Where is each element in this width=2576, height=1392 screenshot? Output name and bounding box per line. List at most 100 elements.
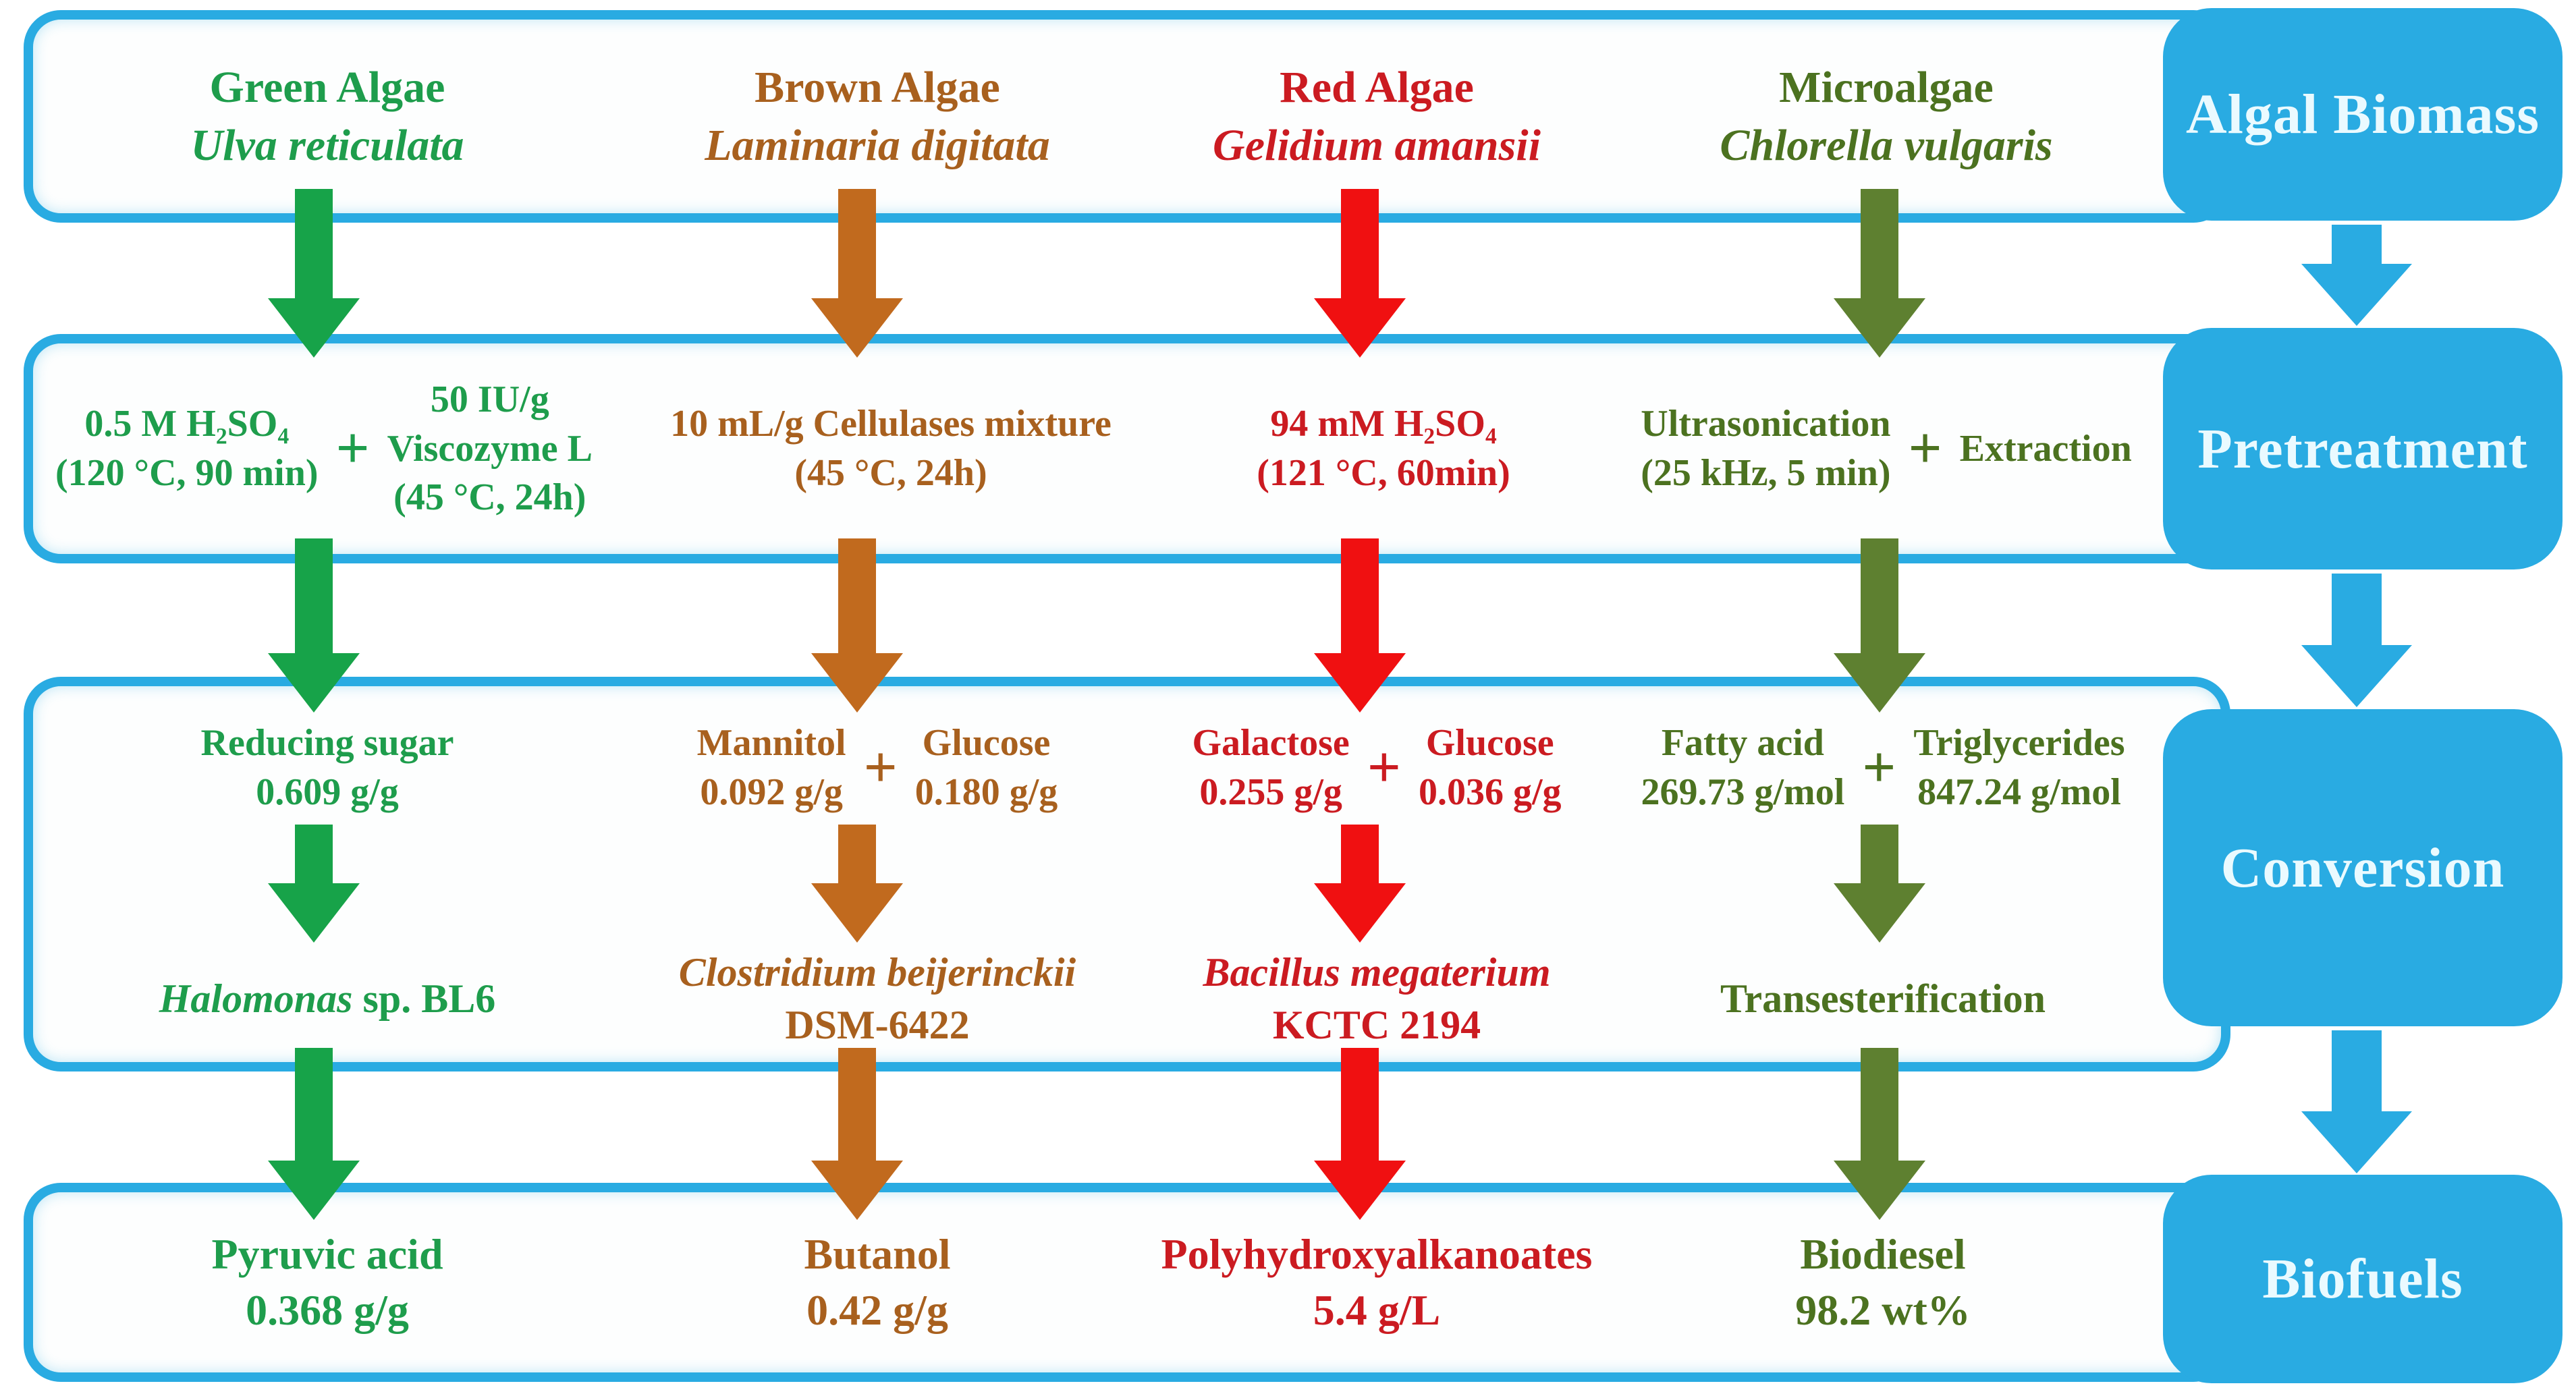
down-arrow-icon — [811, 1048, 903, 1220]
arrow-head — [268, 883, 360, 943]
product-yield: 0.42 g/g — [806, 1286, 948, 1334]
product-name: Biodiesel — [1800, 1229, 1966, 1278]
arrow-shaft — [838, 1048, 876, 1161]
column-header-red-algae: Red Algae Gelidium amansii — [1154, 27, 1599, 206]
intermediate-block: Mannitol 0.092 g/g — [697, 719, 846, 817]
product-yield: 5.4 g/L — [1313, 1286, 1441, 1334]
intermediate-green-algae: Reducing sugar 0.609 g/g — [54, 698, 601, 837]
down-arrow-icon — [1834, 825, 1925, 943]
product-name: Pyruvic acid — [211, 1229, 443, 1278]
pretreatment-line: 50 IU/g — [430, 378, 549, 420]
arrow-head — [811, 298, 903, 358]
plus-sign: + — [863, 734, 898, 800]
arrow-shaft — [1861, 1048, 1898, 1161]
intermediate-brown-algae: Mannitol 0.092 g/g + Glucose 0.180 g/g — [607, 698, 1147, 837]
stage-label: Conversion — [2220, 836, 2505, 899]
arrow-shaft — [295, 538, 333, 653]
down-arrow-icon — [1834, 189, 1925, 358]
arrow-head — [2301, 1111, 2412, 1173]
pretreatment-line: (45 °C, 24h) — [393, 476, 586, 519]
down-arrow-icon — [2301, 574, 2412, 707]
down-arrow-icon — [1314, 538, 1406, 713]
pretreatment-line: (45 °C, 24h) — [794, 452, 987, 494]
pretreatment-line: (25 kHz, 5 min) — [1641, 452, 1891, 494]
pretreatment-line: 0.5 M H₂SO₄ — [84, 403, 290, 445]
intermediate-yield: 0.092 g/g — [700, 771, 843, 813]
intermediate-block: Glucose 0.180 g/g — [915, 719, 1058, 817]
process-name: Transesterification — [1720, 976, 2046, 1021]
arrow-shaft — [838, 538, 876, 653]
pretreatment-line: 10 mL/g Cellulases mixture — [670, 403, 1112, 445]
product-name: Polyhydroxyalkanoates — [1161, 1229, 1593, 1278]
stage-box-pretreatment: Pretreatment — [2163, 328, 2563, 569]
conversion-agent-green-algae: Halomonas sp. BL6 — [54, 935, 601, 1063]
pretreatment-line: 94 mM H₂SO₄ — [1270, 403, 1497, 445]
intermediate-block: Glucose 0.036 g/g — [1419, 719, 1562, 817]
pretreatment-physical: Ultrasonication (25 kHz, 5 min) — [1641, 399, 1890, 498]
pretreatment-red-algae: 94 mM H₂SO₄ (121 °C, 60min) — [1174, 345, 1593, 552]
arrow-shaft — [1861, 538, 1898, 653]
arrow-shaft — [2332, 225, 2382, 264]
intermediate-name: Mannitol — [696, 721, 846, 764]
down-arrow-icon — [1314, 1048, 1406, 1220]
arrow-head — [1834, 883, 1925, 943]
microbe-strain: DSM-6422 — [785, 1003, 970, 1047]
product-yield: 0.368 g/g — [246, 1286, 409, 1334]
arrow-head — [2301, 645, 2412, 707]
pretreatment-chemical: 0.5 M H₂SO₄ (120 °C, 90 min) — [55, 399, 318, 498]
intermediate-yield: 0.036 g/g — [1418, 771, 1562, 813]
intermediate-yield: 0.255 g/g — [1199, 771, 1342, 813]
arrow-shaft — [1341, 538, 1379, 653]
algae-type-label: Brown Algae — [755, 62, 1000, 112]
intermediate-block: Galactose 0.255 g/g — [1193, 719, 1350, 817]
arrow-head — [268, 653, 360, 713]
conversion-agent-red-algae: Bacillus megaterium KCTC 2194 — [1147, 935, 1606, 1063]
pretreatment-extraction: Extraction — [1960, 424, 2132, 474]
arrow-head — [811, 883, 903, 943]
stage-box-conversion: Conversion — [2163, 709, 2563, 1026]
plus-sign: + — [1908, 416, 1942, 481]
down-arrow-icon — [1834, 1048, 1925, 1220]
arrow-shaft — [1341, 1048, 1379, 1161]
intermediate-yield: 847.24 g/mol — [1917, 771, 2121, 813]
intermediate-microalgae: Fatty acid 269.73 g/mol + Triglycerides … — [1572, 698, 2193, 837]
down-arrow-icon — [1314, 825, 1406, 943]
product-microalgae: Biodiesel 98.2 wt% — [1572, 1198, 2193, 1366]
pretreatment-line: Extraction — [1959, 427, 2132, 470]
stage-label: Algal Biomass — [2185, 83, 2540, 146]
down-arrow-icon — [2301, 225, 2412, 326]
down-arrow-icon — [2301, 1030, 2412, 1173]
down-arrow-icon — [268, 189, 360, 358]
arrow-shaft — [295, 189, 333, 298]
arrow-head — [1834, 1161, 1925, 1220]
intermediate-name: Reducing sugar — [200, 721, 454, 764]
species-name: Chlorella vulgaris — [1720, 120, 2053, 170]
product-green-algae: Pyruvic acid 0.368 g/g — [54, 1198, 601, 1366]
column-header-brown-algae: Brown Algae Laminaria digitata — [607, 27, 1147, 206]
arrow-shaft — [2332, 574, 2382, 645]
arrow-shaft — [1861, 825, 1898, 883]
intermediate-name: Glucose — [922, 721, 1051, 764]
arrow-head — [811, 1161, 903, 1220]
arrow-head — [1314, 1161, 1406, 1220]
pretreatment-line: (121 °C, 60min) — [1257, 452, 1510, 494]
down-arrow-icon — [268, 1048, 360, 1220]
plus-sign: + — [1367, 734, 1401, 800]
arrow-shaft — [1861, 189, 1898, 298]
arrow-shaft — [2332, 1030, 2382, 1111]
intermediate-name: Triglycerides — [1913, 721, 2125, 764]
down-arrow-icon — [811, 189, 903, 358]
intermediate-yield: 0.180 g/g — [914, 771, 1058, 813]
stage-label: Pretreatment — [2197, 417, 2528, 480]
pretreatment-enzyme: 50 IU/g Viscozyme L (45 °C, 24h) — [387, 375, 593, 522]
plus-sign: + — [1862, 734, 1896, 800]
arrow-head — [1314, 298, 1406, 358]
arrow-head — [1314, 883, 1406, 943]
down-arrow-icon — [811, 825, 903, 943]
pretreatment-line: (120 °C, 90 min) — [55, 452, 319, 494]
pretreatment-line: Viscozyme L — [387, 427, 593, 470]
arrow-shaft — [1341, 189, 1379, 298]
species-name: Ulva reticulata — [190, 120, 464, 170]
stage-label: Biofuels — [2262, 1248, 2463, 1310]
arrow-head — [811, 653, 903, 713]
